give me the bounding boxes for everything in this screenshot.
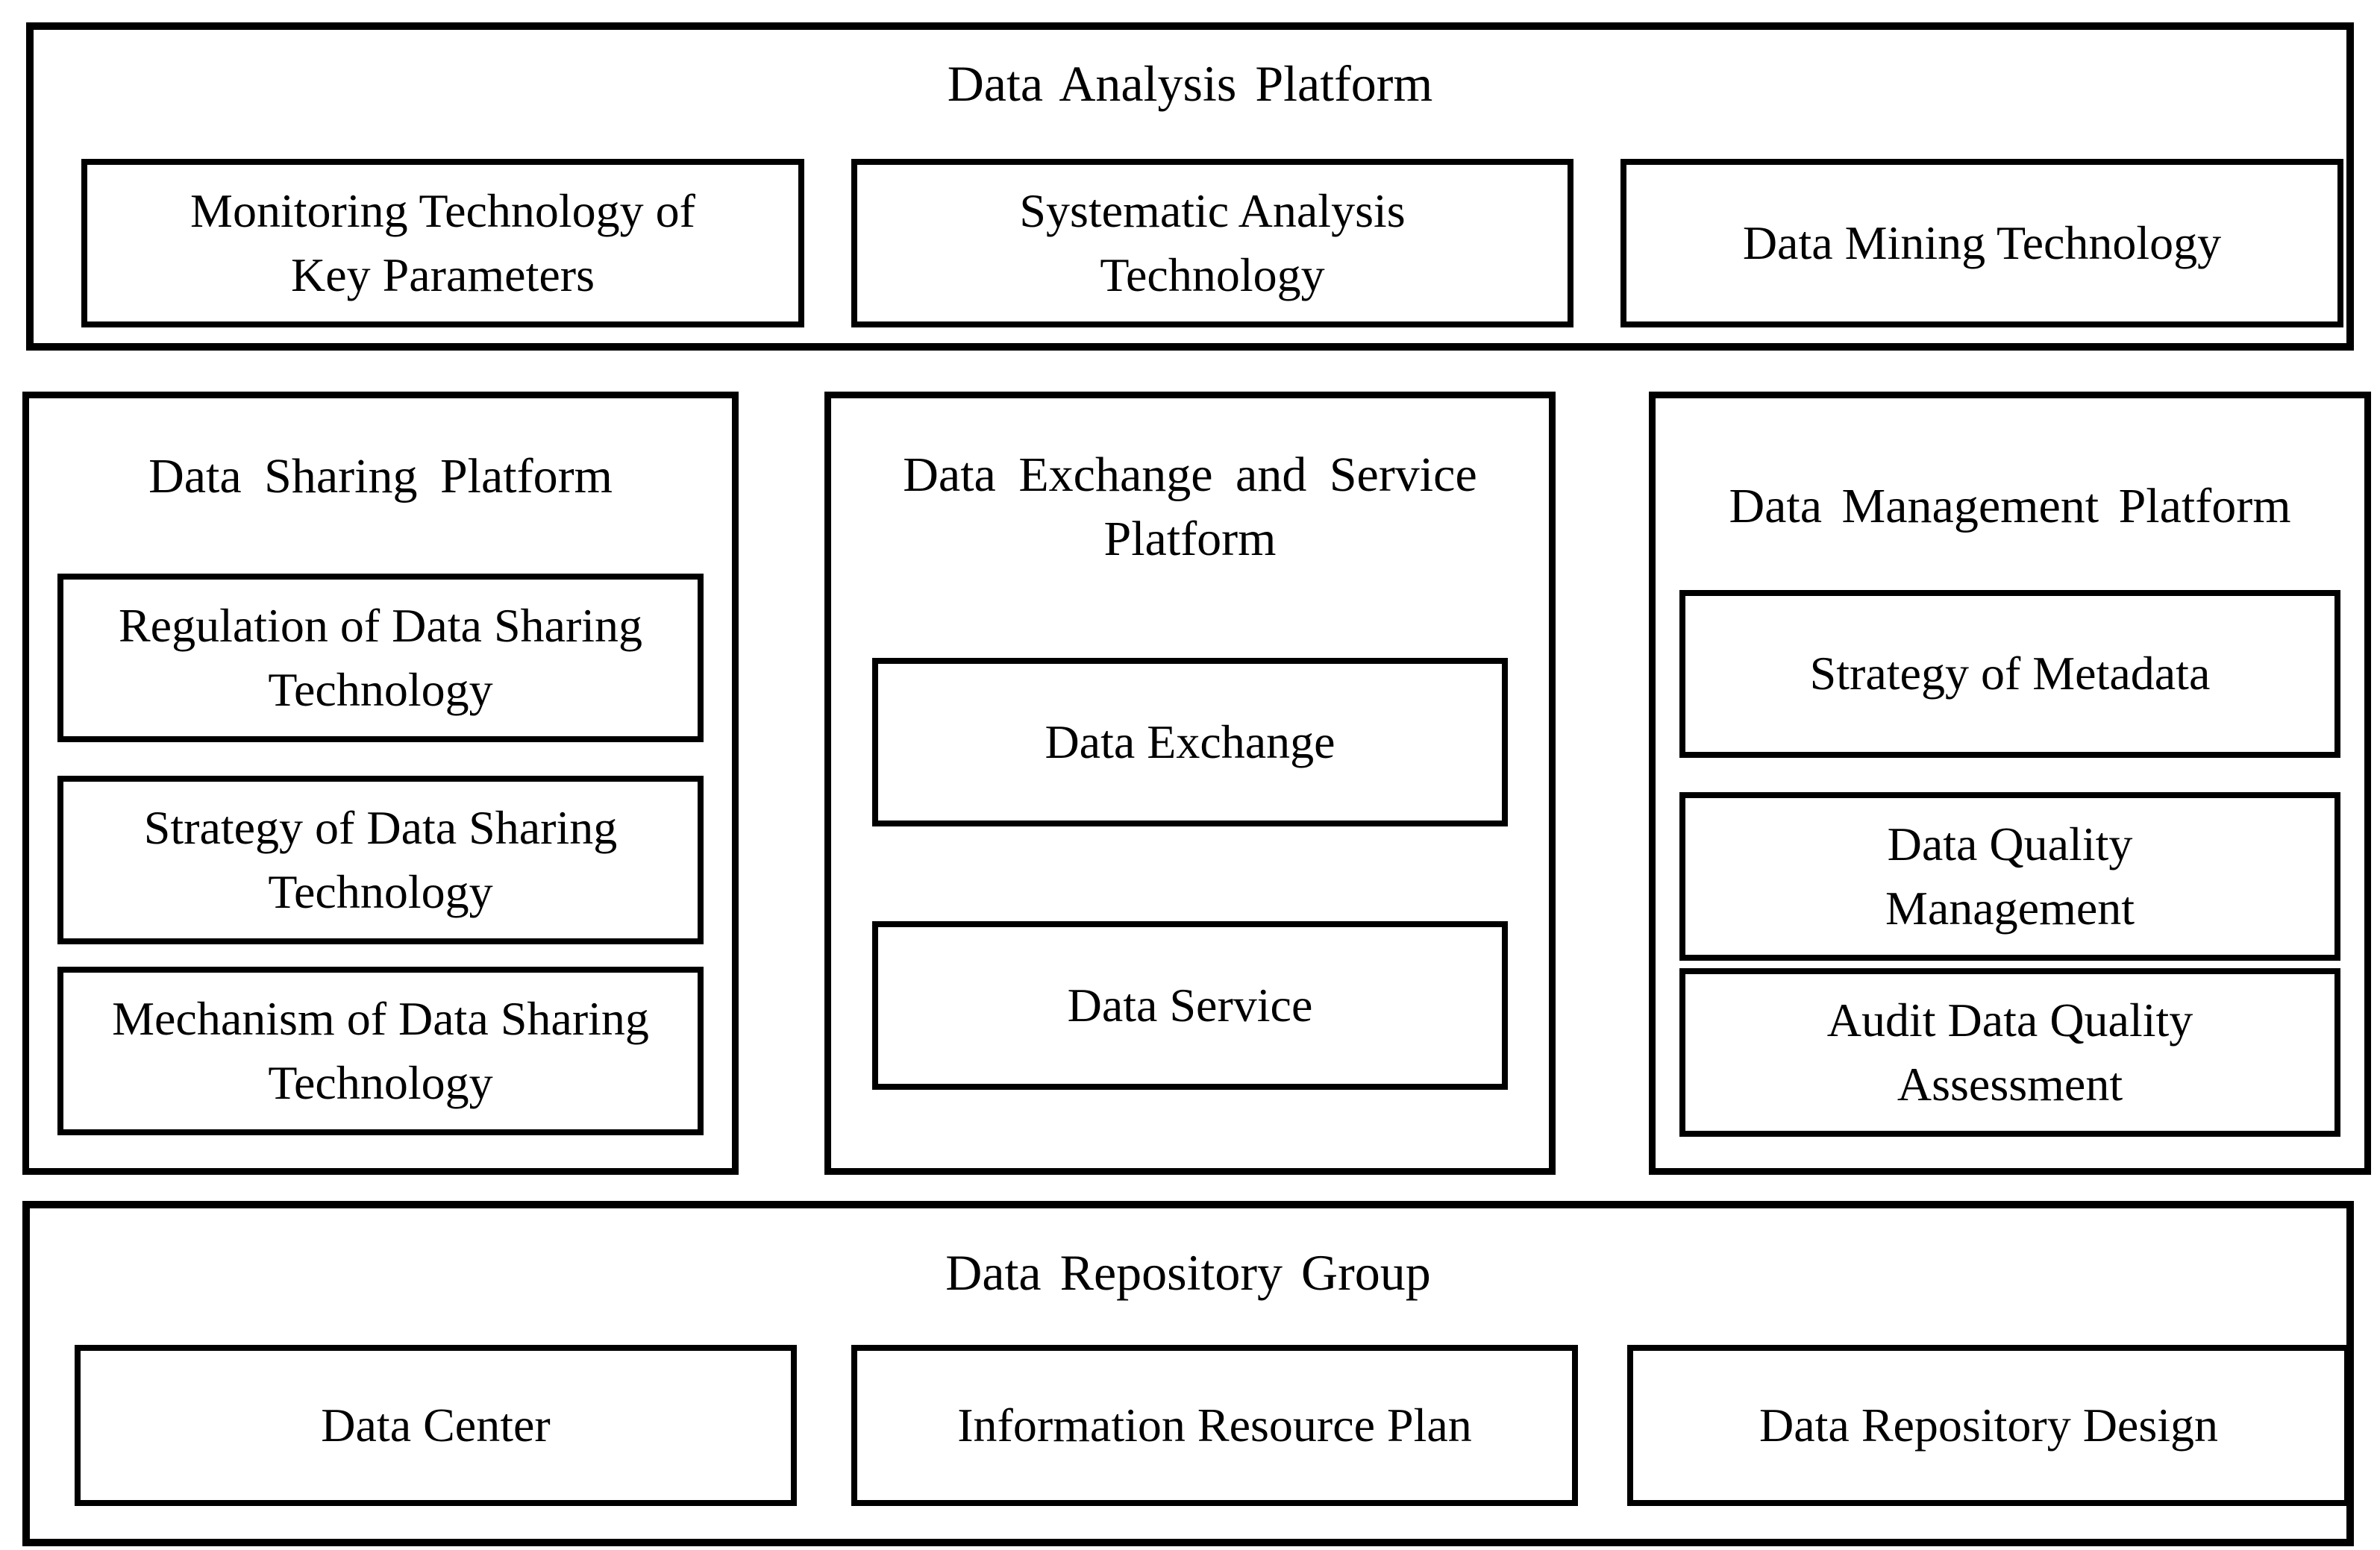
- box-data-quality-management: Data Quality Management: [1679, 792, 2340, 961]
- data-management-platform-section: Data Management Platform Strategy of Met…: [1649, 392, 2371, 1175]
- box-data-repository-design: Data Repository Design: [1627, 1345, 2350, 1506]
- box-label: Data Exchange: [1045, 715, 1335, 768]
- box-label: Mechanism of Data Sharing Technology: [112, 991, 649, 1109]
- box-label: Data Quality Management: [1885, 817, 2135, 935]
- analysis-platform-title: Data Analysis Platform: [947, 55, 1433, 112]
- data-exchange-service-platform-section: Data Exchange and Service Platform Data …: [824, 392, 1556, 1175]
- box-audit-data-quality-assessment: Audit Data Quality Assessment: [1679, 968, 2340, 1137]
- box-data-mining-technology: Data Mining Technology: [1620, 159, 2343, 327]
- box-data-service: Data Service: [872, 921, 1508, 1090]
- box-label: Information Resource Plan: [957, 1398, 1472, 1452]
- box-label: Regulation of Data Sharing Technology: [118, 598, 643, 716]
- box-label: Data Center: [321, 1398, 551, 1452]
- data-sharing-platform-section: Data Sharing Platform Regulation of Data…: [22, 392, 739, 1175]
- data-repository-group-section: Data Repository Group Data Center Inform…: [22, 1201, 2354, 1546]
- box-mechanism-of-data-sharing-technology: Mechanism of Data Sharing Technology: [57, 967, 704, 1135]
- box-regulation-of-data-sharing-technology: Regulation of Data Sharing Technology: [57, 574, 704, 742]
- data-sharing-platform-title: Data Sharing Platform: [148, 449, 613, 503]
- data-exchange-service-platform-title: Data Exchange and Service Platform: [903, 448, 1477, 566]
- box-data-exchange: Data Exchange: [872, 658, 1508, 826]
- box-systematic-analysis-technology: Systematic Analysis Technology: [851, 159, 1573, 327]
- box-label: Data Mining Technology: [1742, 216, 2222, 269]
- box-monitoring-technology-of-key-parameters: Monitoring Technology of Key Parameters: [81, 159, 804, 327]
- box-label: Data Repository Design: [1759, 1398, 2218, 1452]
- box-data-center: Data Center: [75, 1345, 797, 1506]
- box-label: Strategy of Data Sharing Technology: [143, 800, 618, 918]
- data-repository-group-title: Data Repository Group: [945, 1244, 1431, 1301]
- box-label: Data Service: [1067, 978, 1313, 1032]
- box-strategy-of-metadata: Strategy of Metadata: [1679, 590, 2340, 758]
- box-strategy-of-data-sharing-technology: Strategy of Data Sharing Technology: [57, 776, 704, 944]
- box-label: Audit Data Quality Assessment: [1826, 993, 2193, 1111]
- analysis-platform-section: Data Analysis Platform Monitoring Techno…: [26, 22, 2354, 351]
- box-information-resource-plan: Information Resource Plan: [851, 1345, 1578, 1506]
- box-label: Strategy of Metadata: [1809, 647, 2211, 700]
- box-label: Systematic Analysis Technology: [1019, 183, 1406, 301]
- data-management-platform-title: Data Management Platform: [1729, 479, 2291, 533]
- box-label: Monitoring Technology of Key Parameters: [190, 183, 695, 301]
